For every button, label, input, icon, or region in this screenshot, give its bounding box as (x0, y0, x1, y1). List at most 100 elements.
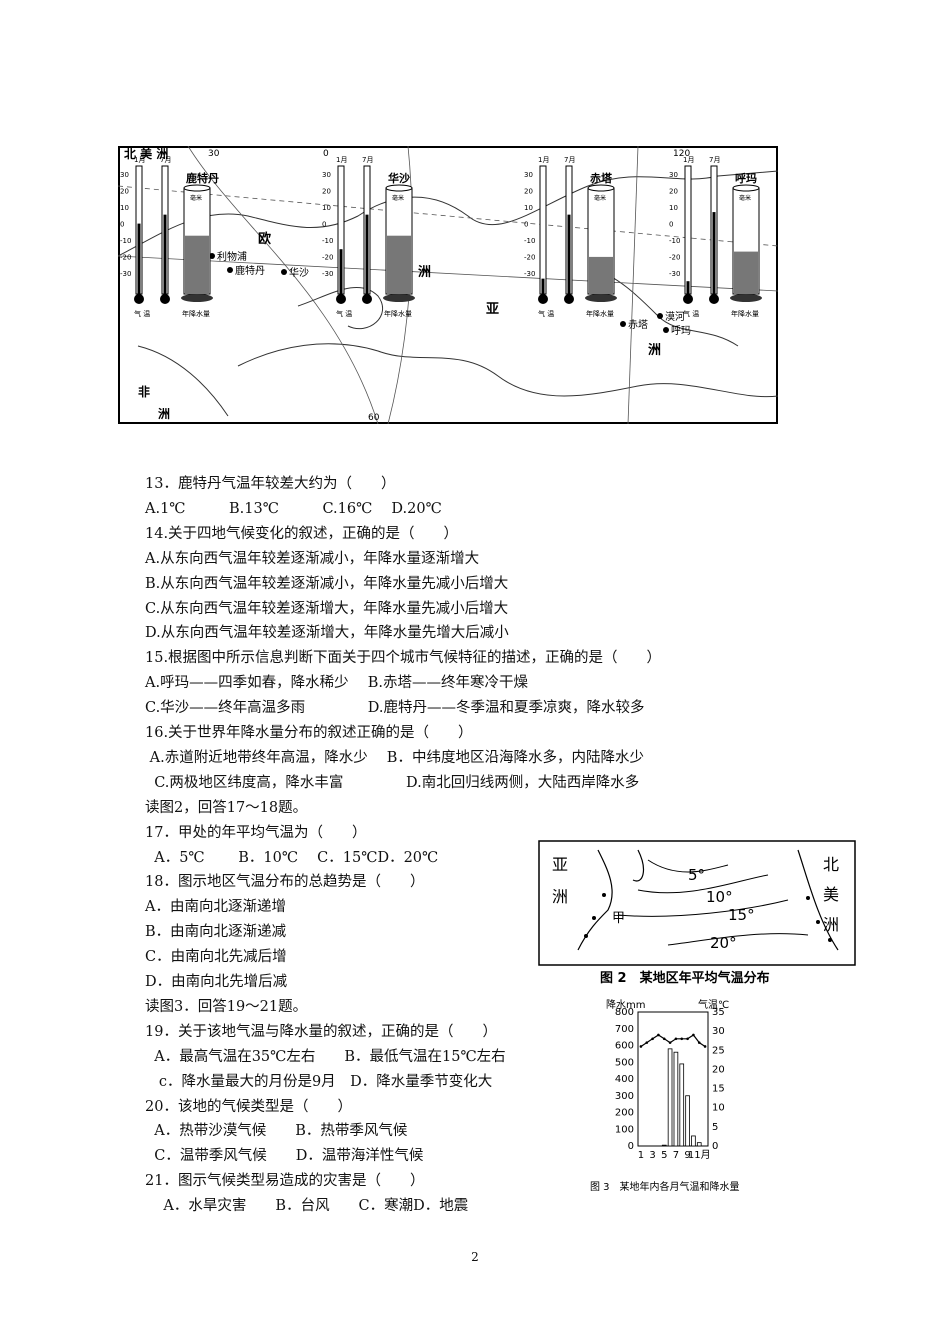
right-tick: 15 (712, 1084, 725, 1095)
label-jia: 甲 (612, 911, 625, 926)
city-rotterdam: 鹿特丹 (235, 264, 265, 277)
gauge-tick: -10 (322, 237, 333, 245)
fig3-ylabel-right: 气温℃ (698, 998, 729, 1011)
right-tick: 10 (712, 1103, 725, 1114)
gauge-jul-label: 7月 (160, 156, 171, 164)
right-tick: 25 (712, 1045, 725, 1056)
iso-5: 5° (688, 866, 705, 884)
question-line: C．温带季风气候 D．温带海洋性气候 (145, 1148, 424, 1165)
label-africa-2: 洲 (158, 407, 170, 421)
left-tick: 0 (628, 1141, 634, 1152)
question-line: A．水旱灾害 B．台风 C．寒潮D．地震 (145, 1198, 469, 1215)
right-tick: 35 (712, 1007, 725, 1018)
gauge-tick: 10 (120, 204, 129, 212)
left-tick: 700 (615, 1024, 634, 1035)
gauge-tick: -20 (669, 254, 680, 262)
label-north-america: 北 美 洲 (124, 146, 168, 161)
gauge-tick: -30 (120, 270, 131, 278)
gauge-tick: 30 (120, 171, 129, 179)
gauge-tick: -20 (120, 254, 131, 262)
question-line: C.华沙——终年高温多雨 D.鹿特丹——冬季温和夏季凉爽，降水较多 (145, 700, 645, 717)
iso-15: 15° (728, 906, 755, 924)
gauge-tick: 30 (524, 171, 533, 179)
right-tick: 5 (712, 1122, 718, 1133)
temp-point (639, 1045, 643, 1048)
label-asia: 亚 (486, 302, 499, 317)
gauge-tick: 10 (322, 204, 331, 212)
gauge-rain-label: 年降水量 (384, 309, 412, 318)
gauge-mm: 毫米 (392, 194, 404, 202)
gauge-jul-label: 7月 (709, 156, 720, 164)
question-line: A.从东向西气温年较差逐渐减小，年降水量逐渐增大 (145, 550, 480, 567)
gauge-tick: -30 (669, 270, 680, 278)
left-tick: 300 (615, 1091, 634, 1102)
x-tick: 1 (638, 1150, 644, 1161)
city-huma: 呼玛 (671, 325, 691, 337)
gauge-tick: 0 (120, 221, 124, 229)
lon-30: 30 (208, 149, 220, 159)
station-name: 鹿特丹 (186, 171, 219, 185)
figure-1-map: 北 美 洲 欧 洲 亚 洲 非 洲 利物浦 鹿特丹 华沙 赤塔 漠河 呼玛 30… (118, 146, 778, 424)
question-line: 21．图示气候类型易造成的灾害是（ ） (145, 1173, 425, 1190)
right-tick: 20 (712, 1064, 725, 1075)
temp-point (703, 1045, 707, 1048)
temp-point (657, 1033, 660, 1037)
gauge-rain-label: 年降水量 (586, 309, 614, 318)
precip-bar (673, 1051, 679, 1147)
gauge-tick: 30 (322, 171, 331, 179)
question-line: 14.关于四地气候变化的叙述，正确的是（ ） (145, 525, 459, 542)
fig2-caption: 图 2 某地区年平均气温分布 (600, 970, 770, 986)
gauge-jul-label: 7月 (362, 156, 373, 164)
gauge-mm: 毫米 (739, 194, 751, 202)
question-line: A.呼玛——四季如春，降水稀少 B.赤塔——终年寒冷干燥 (145, 675, 528, 692)
precip-bar (679, 1063, 685, 1147)
gauge-tick: 20 (669, 188, 678, 196)
page-number: 2 (471, 1250, 479, 1264)
temp-point (697, 1041, 701, 1044)
city-chita: 赤塔 (628, 318, 648, 331)
precip-bar (667, 1048, 673, 1147)
temp-point (692, 1033, 695, 1037)
gauge-jan-label: 1月 (134, 156, 145, 164)
gauge-tick: -10 (669, 237, 680, 245)
fig2-na-1: 北 (823, 855, 839, 874)
right-tick: 0 (712, 1141, 718, 1152)
gauge-tick: 10 (669, 204, 678, 212)
gauge-tick: 10 (524, 204, 533, 212)
temp-point (662, 1037, 666, 1041)
iso-10: 10° (706, 888, 733, 906)
city-liverpool: 利物浦 (217, 250, 247, 263)
left-tick: 600 (615, 1041, 634, 1052)
gauge-tick: 20 (524, 188, 533, 196)
gauge-mm: 毫米 (594, 194, 606, 202)
label-africa: 非 (138, 384, 150, 399)
lon-60: 60 (368, 413, 380, 423)
gauge-tick: 20 (322, 188, 331, 196)
precip-bar (685, 1095, 690, 1147)
label-europe-2: 洲 (418, 265, 431, 280)
fig2-na-3: 洲 (823, 915, 839, 934)
gauge-tick: 0 (524, 221, 528, 229)
x-tick: 3 (649, 1150, 655, 1161)
figure-3-climate-chart: 降水mm 气温℃ 8007006005004003002001000353025… (590, 998, 740, 1193)
gauge-rain-label: 年降水量 (182, 309, 210, 318)
question-line: 13．鹿特丹气温年较差大约为（ ） (145, 476, 396, 492)
question-line: C.两极地区纬度高，降水丰富 D.南北回归线两侧，大陆西岸降水多 (145, 774, 640, 791)
station-name: 华沙 (388, 171, 410, 185)
left-tick: 800 (615, 1007, 634, 1018)
gauge-temp-label: 气 温 (336, 309, 352, 318)
gauge-temp-label: 气 温 (683, 309, 699, 318)
label-europe: 欧 (258, 231, 271, 247)
x-tick: 9 (684, 1150, 690, 1161)
gauge-temp-label: 气 温 (134, 309, 150, 318)
fig3-caption: 图 3 某地年内各月气温和降水量 (590, 1180, 740, 1193)
gauge-tick: -30 (524, 270, 535, 278)
gauge-tick: -20 (524, 254, 535, 262)
right-tick: 30 (712, 1026, 725, 1037)
left-tick: 200 (615, 1108, 634, 1119)
question-line: 15.根据图中所示信息判断下面关于四个城市气候特征的描述，正确的是（ ） (145, 650, 662, 667)
temp-point (645, 1041, 649, 1044)
